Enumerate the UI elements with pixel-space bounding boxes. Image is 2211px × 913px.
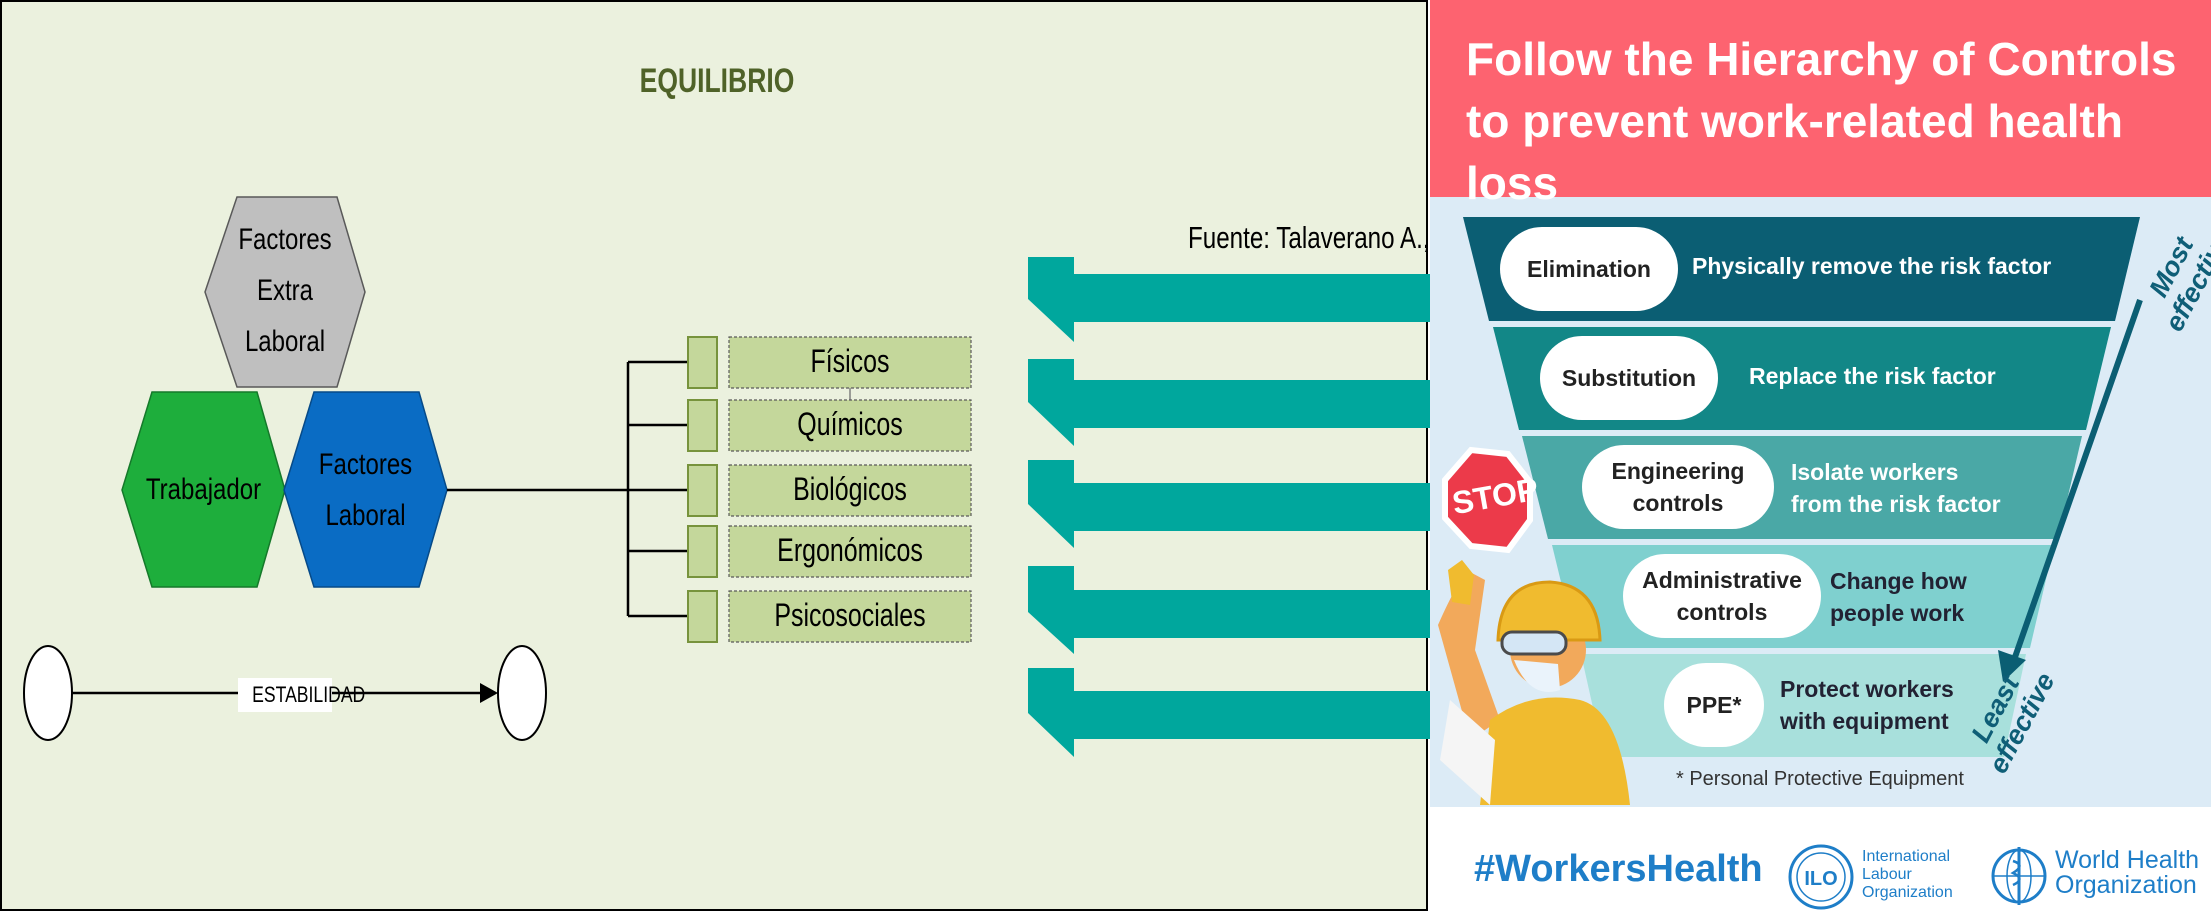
pressure-arrow: [1028, 566, 1430, 654]
category-square: [687, 336, 718, 389]
who-logo-icon: [1991, 847, 2047, 905]
level-elimination-description: Physically remove the risk factor: [1692, 253, 2052, 279]
infographic-footer: [1430, 807, 2211, 911]
stability-arrowhead: [480, 683, 498, 703]
category-fisicos: Físicos: [810, 343, 890, 379]
hexagon-extra-laboral: [204, 196, 366, 388]
infographic-header: Follow the Hierarchy of Controls to prev…: [1430, 0, 2211, 209]
category-square: [687, 525, 718, 578]
stop-sign-icon: [1442, 446, 1533, 554]
hashtag[interactable]: #WorkersHealth: [1474, 848, 1763, 890]
hexagon-extra-laboral-label: Factores Extra Laboral: [238, 223, 332, 358]
stability-left-node: [23, 645, 73, 741]
category-quimicos: Químicos: [797, 406, 903, 442]
level-substitution-description: Replace the risk factor: [1749, 363, 1996, 389]
worker-glove: [1448, 560, 1474, 605]
worker-body: [1480, 697, 1630, 805]
hexagon-trabajador: [121, 391, 286, 588]
level-ppe-description: Protect workers with equipment: [1780, 676, 1954, 734]
level-elimination-label: Elimination: [1500, 227, 1678, 311]
infographic-title: Follow the Hierarchy of Controls to prev…: [1466, 33, 2177, 209]
level-administrative-label: Administrative controls: [1623, 554, 1821, 638]
pressure-arrow: [1028, 257, 1430, 342]
effectiveness-arrowhead: [1998, 650, 2026, 682]
worker-mask: [1514, 660, 1560, 692]
category-square: [687, 399, 718, 452]
hierarchy-of-controls-infographic: Follow the Hierarchy of Controls to prev…: [1430, 0, 2211, 911]
worker-goggles: [1500, 630, 1568, 656]
worker-sleeve: [1440, 700, 1495, 805]
diagram-title: EQUILIBRIO: [639, 62, 795, 100]
category-square: [687, 464, 718, 517]
category-box: [728, 525, 972, 578]
category-square: [687, 590, 718, 643]
worker-arm: [1438, 572, 1500, 740]
category-ergonomicos: Ergonómicos: [777, 532, 923, 568]
category-psicosociales: Psicosociales: [774, 597, 926, 633]
level-substitution-label: Substitution: [1540, 336, 1718, 420]
ilo-logo-letters: ILO: [1804, 868, 1837, 890]
category-box: [728, 336, 972, 389]
level-ppe-label: PPE*: [1664, 663, 1764, 747]
ilo-name: International Labour Organization: [1862, 848, 1953, 901]
level-engineering-description: Isolate workers from the risk factor: [1791, 459, 2001, 517]
stability-label: ESTABILIDAD: [238, 678, 365, 712]
hexagon-factores-laboral: [283, 391, 448, 588]
diagram-shapes: [23, 196, 1430, 757]
category-box: [728, 590, 972, 643]
category-box: [728, 464, 972, 517]
ppe-footnote: * Personal Protective Equipment: [1676, 768, 1964, 790]
source-citation: Fuente: Talaverano A., 2011: [1188, 220, 1489, 255]
equilibrium-diagram-panel: EQUILIBRIO Fuente: Talaverano A., 2011 F…: [0, 0, 1489, 911]
level-administrative-description: Change how people work: [1830, 568, 1967, 626]
category-box: [728, 399, 972, 452]
ilo-logo-icon: ILO: [1788, 844, 1854, 910]
hexagon-factores-laboral-label: Factores Laboral: [318, 448, 413, 532]
stability-right-node: [497, 645, 547, 741]
worker-helmet: [1496, 580, 1602, 642]
hexagon-trabajador-label: Trabajador: [145, 473, 262, 506]
pressure-arrow: [1028, 359, 1430, 446]
level-engineering-label: Engineering controls: [1582, 445, 1774, 529]
category-biologicos: Biológicos: [793, 471, 907, 507]
pressure-arrow: [1028, 460, 1430, 548]
pressure-arrow: [1028, 668, 1430, 757]
who-name: World Health Organization: [2055, 846, 2200, 899]
